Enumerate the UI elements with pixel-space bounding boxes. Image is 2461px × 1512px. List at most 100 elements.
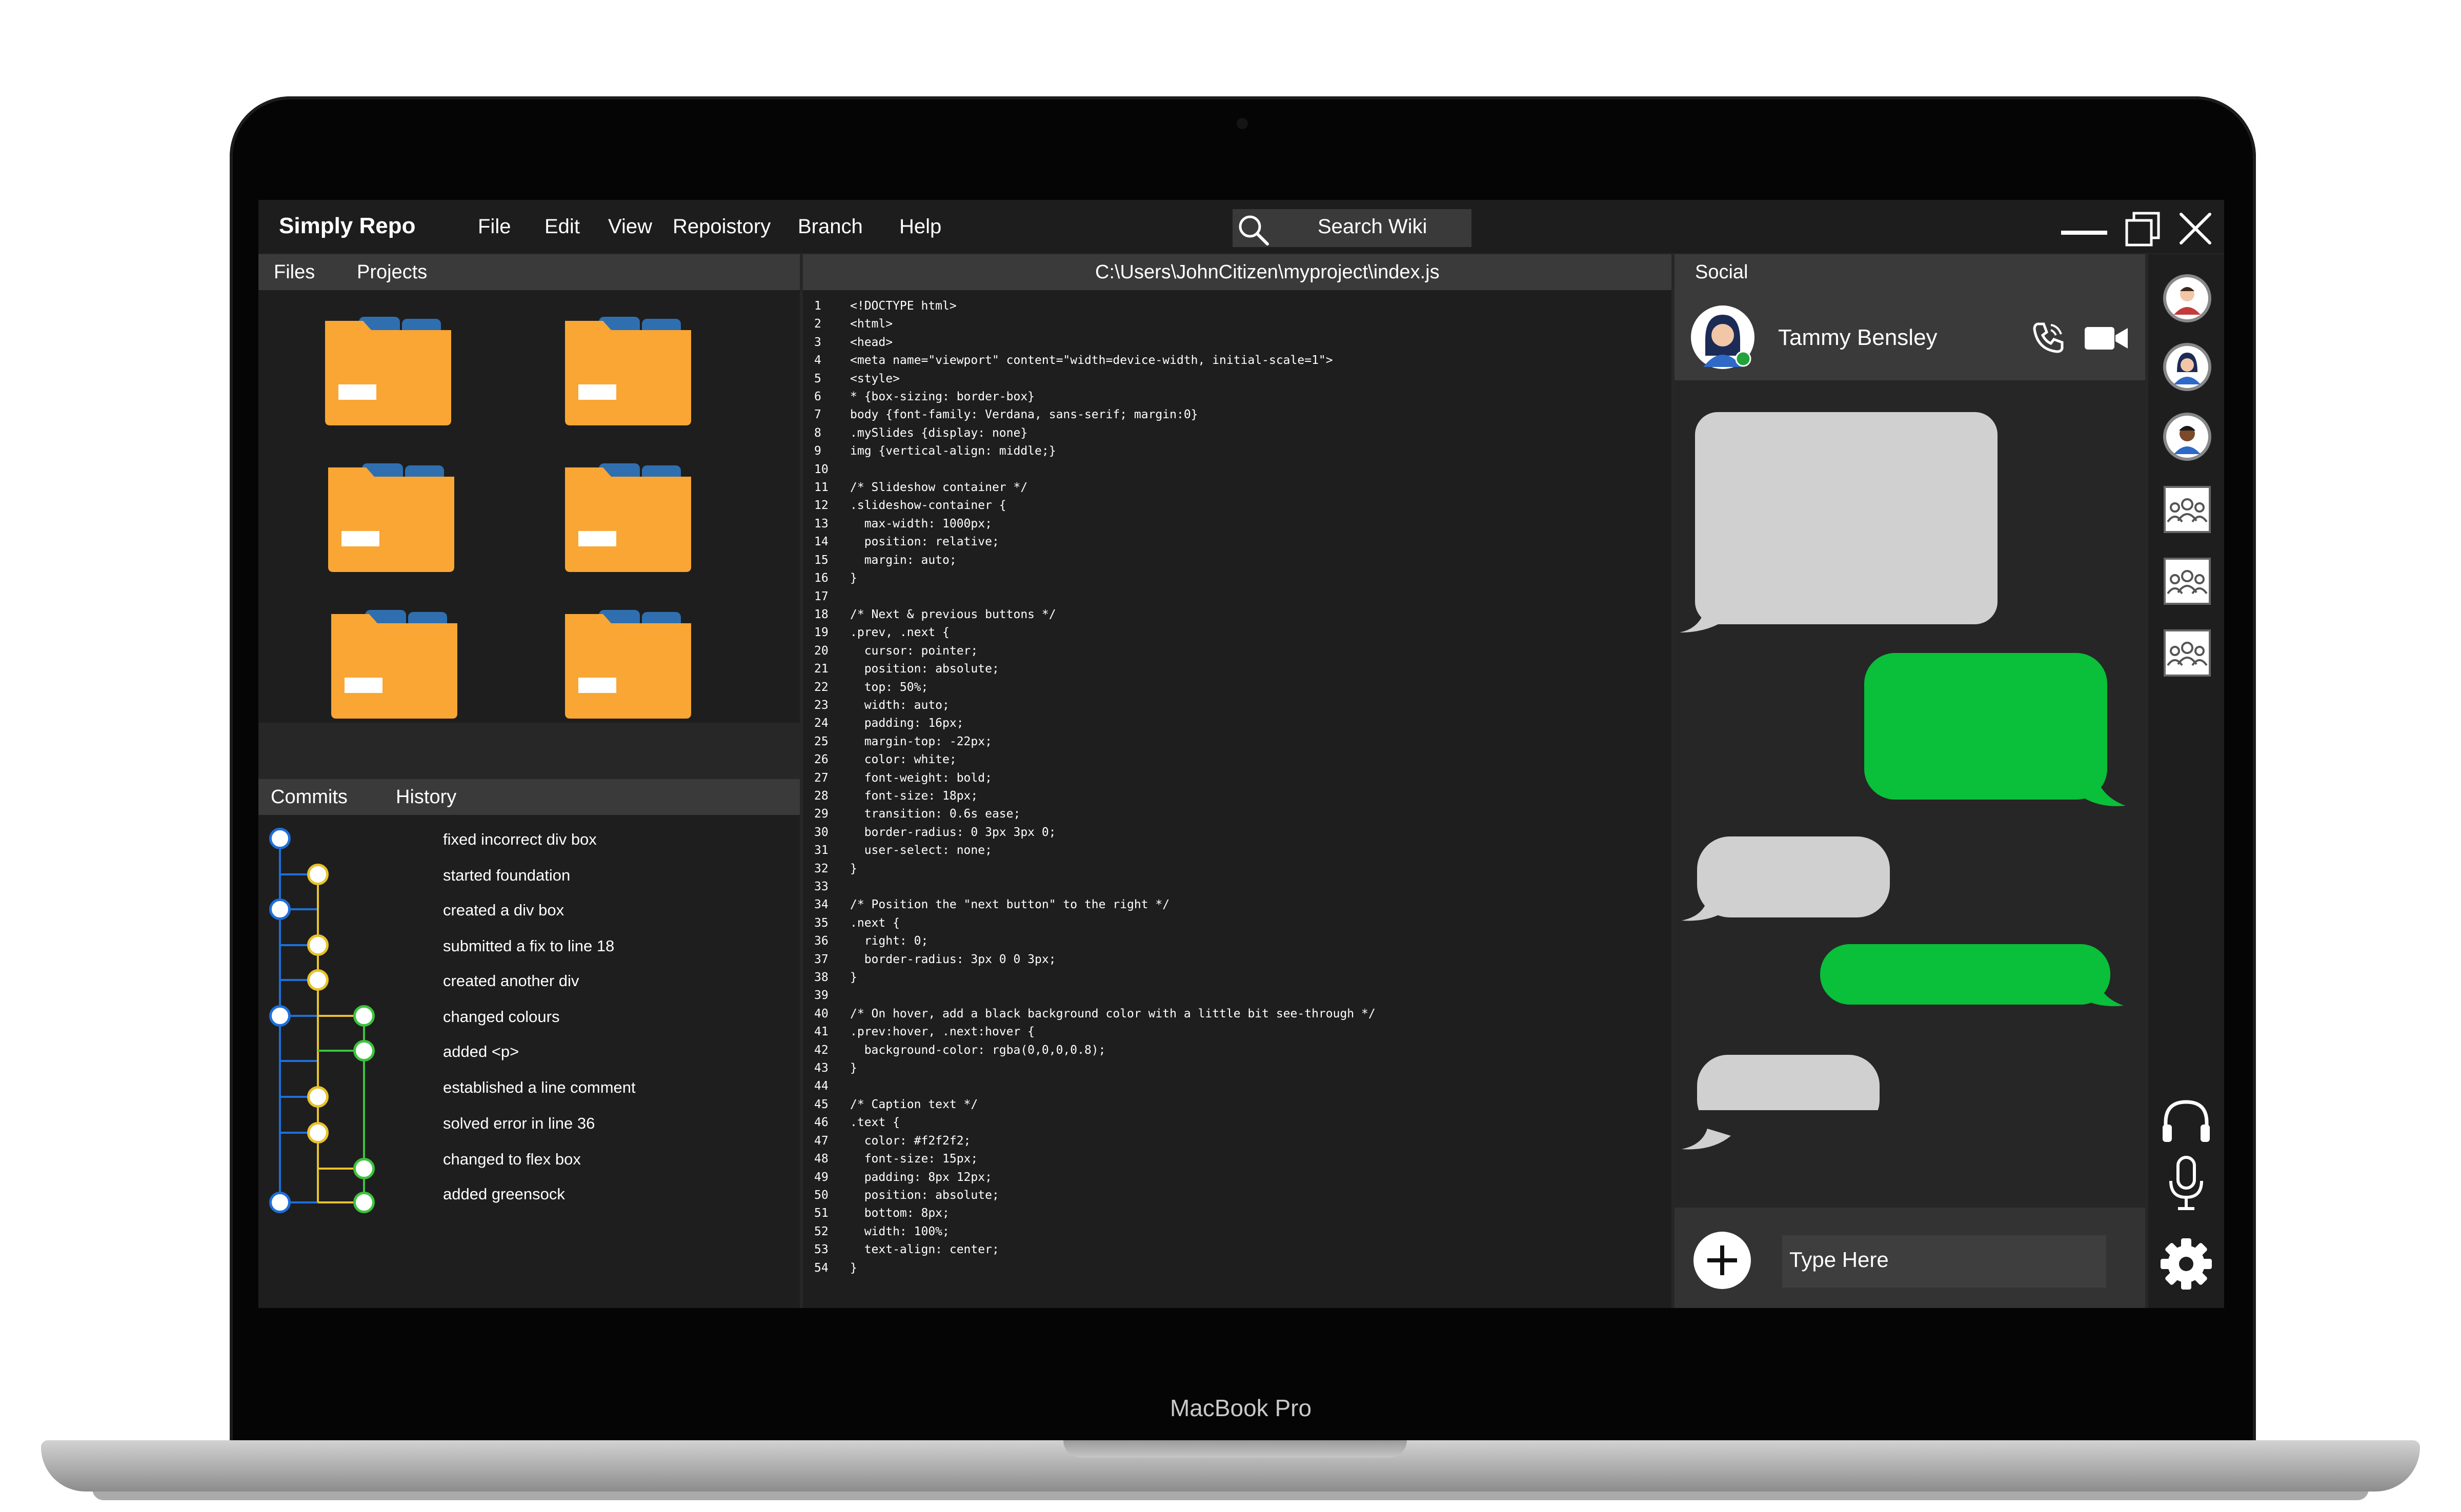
commit-avatar[interactable]	[307, 934, 329, 956]
commit-avatar[interactable]	[269, 1005, 291, 1027]
code-line[interactable]: 54}	[814, 1259, 1376, 1277]
message-bubble-received[interactable]	[1682, 836, 1890, 921]
code-text[interactable]: padding: 16px;	[850, 717, 964, 730]
group-icon[interactable]	[2164, 629, 2211, 677]
code-text[interactable]: .prev, .next {	[850, 626, 950, 640]
menu-view[interactable]: View	[608, 215, 652, 238]
folder-icon[interactable]	[331, 610, 457, 719]
code-text[interactable]: <!DOCTYPE html>	[850, 299, 957, 313]
code-line[interactable]: 21 position: absolute;	[814, 660, 1376, 678]
code-editor[interactable]: 1<!DOCTYPE html>2<html>3<head>4<meta nam…	[803, 290, 1671, 1308]
code-text[interactable]: margin: auto;	[850, 553, 957, 567]
contact-avatar[interactable]	[1690, 304, 1757, 371]
search-wiki-field[interactable]	[1233, 209, 1471, 247]
code-line[interactable]: 26 color: white;	[814, 751, 1376, 769]
commit-message[interactable]: submitted a fix to line 18	[443, 937, 615, 955]
code-line[interactable]: 39	[814, 987, 1376, 1005]
code-line[interactable]: 3<head>	[814, 334, 1376, 352]
code-line[interactable]: 8.mySlides {display: none}	[814, 424, 1376, 442]
commit-avatar[interactable]	[353, 1158, 375, 1179]
code-line[interactable]: 5<style>	[814, 370, 1376, 388]
code-line[interactable]: 40/* On hover, add a black background co…	[814, 1005, 1376, 1023]
code-text[interactable]: }	[850, 971, 857, 985]
avatar-icon[interactable]	[2163, 412, 2212, 461]
headphones-icon[interactable]	[2161, 1098, 2212, 1144]
commit-message[interactable]: created another div	[443, 972, 579, 990]
avatar-icon[interactable]	[2163, 342, 2212, 392]
code-text[interactable]: cursor: pointer;	[850, 644, 978, 658]
code-line[interactable]: 11/* Slideshow container */	[814, 479, 1376, 497]
code-line[interactable]: 44	[814, 1077, 1376, 1095]
code-text[interactable]: font-weight: bold;	[850, 771, 992, 785]
commit-message[interactable]: added greensock	[443, 1185, 565, 1203]
code-line[interactable]: 2<html>	[814, 315, 1376, 333]
code-line[interactable]: 27 font-weight: bold;	[814, 769, 1376, 787]
code-text[interactable]: width: auto;	[850, 698, 950, 712]
search-icon[interactable]	[1237, 213, 1270, 247]
commit-avatar[interactable]	[269, 828, 291, 849]
code-line[interactable]: 49 padding: 8px 12px;	[814, 1169, 1376, 1187]
code-line[interactable]: 12.slideshow-container {	[814, 497, 1376, 515]
commit-avatar[interactable]	[307, 864, 329, 885]
code-line[interactable]: 47 color: #f2f2f2;	[814, 1132, 1376, 1150]
code-text[interactable]: img {vertical-align: middle;}	[850, 444, 1056, 458]
code-text[interactable]: <style>	[850, 372, 900, 385]
code-text[interactable]: color: #f2f2f2;	[850, 1134, 971, 1148]
menu-file[interactable]: File	[478, 215, 511, 238]
code-line[interactable]: 36 right: 0;	[814, 932, 1376, 950]
code-line[interactable]: 29 transition: 0.6s ease;	[814, 805, 1376, 823]
code-text[interactable]: * {box-sizing: border-box}	[850, 390, 1035, 404]
commit-message[interactable]: changed colours	[443, 1008, 560, 1026]
commit-message[interactable]: created a div box	[443, 901, 564, 919]
code-text[interactable]: .next {	[850, 916, 900, 930]
commit-message[interactable]: established a line comment	[443, 1078, 636, 1096]
code-text[interactable]: bottom: 8px;	[850, 1207, 950, 1220]
code-line[interactable]: 4<meta name="viewport" content="width=de…	[814, 352, 1376, 370]
code-line[interactable]: 43}	[814, 1059, 1376, 1077]
phone-icon[interactable]	[2030, 319, 2067, 356]
code-text[interactable]: }	[850, 571, 857, 585]
commit-message[interactable]: added <p>	[443, 1043, 519, 1060]
code-line[interactable]: 22 top: 50%;	[814, 679, 1376, 697]
code-line[interactable]: 48 font-size: 15px;	[814, 1150, 1376, 1168]
code-line[interactable]: 31 user-select: none;	[814, 842, 1376, 860]
folder-icon[interactable]	[325, 317, 451, 425]
code-text[interactable]: <head>	[850, 335, 893, 349]
code-text[interactable]: /* On hover, add a black background colo…	[850, 1007, 1376, 1020]
code-line[interactable]: 14 position: relative;	[814, 533, 1376, 551]
code-line[interactable]: 28 font-size: 18px;	[814, 787, 1376, 805]
folder-icon[interactable]	[565, 317, 691, 425]
code-text[interactable]: width: 100%;	[850, 1224, 950, 1238]
code-line[interactable]: 33	[814, 878, 1376, 896]
menu-help[interactable]: Help	[899, 215, 942, 238]
code-line[interactable]: 45/* Caption text */	[814, 1096, 1376, 1114]
code-text[interactable]: <meta name="viewport" content="width=dev…	[850, 354, 1333, 367]
code-line[interactable]: 53 text-align: center;	[814, 1241, 1376, 1259]
folder-icon[interactable]	[565, 463, 691, 572]
code-text[interactable]: position: absolute;	[850, 1188, 999, 1202]
code-line[interactable]: 34/* Position the "next button" to the r…	[814, 896, 1376, 914]
microphone-icon[interactable]	[2166, 1155, 2207, 1212]
code-text[interactable]: .prev:hover, .next:hover {	[850, 1025, 1035, 1039]
commit-avatar[interactable]	[307, 1122, 329, 1143]
code-text[interactable]: transition: 0.6s ease;	[850, 807, 1021, 821]
menu-edit[interactable]: Edit	[544, 215, 580, 238]
tab-projects[interactable]: Projects	[357, 261, 428, 283]
code-text[interactable]: /* Slideshow container */	[850, 481, 1028, 495]
commit-avatar[interactable]	[353, 1192, 375, 1213]
folder-icon[interactable]	[328, 463, 454, 572]
commit-message[interactable]: solved error in line 36	[443, 1114, 595, 1132]
code-line[interactable]: 46.text {	[814, 1114, 1376, 1132]
commit-avatar[interactable]	[353, 1005, 375, 1027]
minimize-icon[interactable]	[2061, 231, 2107, 235]
code-line[interactable]: 17	[814, 588, 1376, 606]
code-line[interactable]: 50 position: absolute;	[814, 1187, 1376, 1204]
code-text[interactable]: text-align: center;	[850, 1243, 999, 1257]
code-line[interactable]: 24 padding: 16px;	[814, 714, 1376, 732]
commit-avatar[interactable]	[269, 898, 291, 920]
code-line[interactable]: 37 border-radius: 3px 0 0 3px;	[814, 951, 1376, 969]
code-text[interactable]: border-radius: 0 3px 3px 0;	[850, 825, 1056, 839]
code-text[interactable]: user-select: none;	[850, 844, 992, 857]
code-text[interactable]: /* Caption text */	[850, 1097, 978, 1111]
